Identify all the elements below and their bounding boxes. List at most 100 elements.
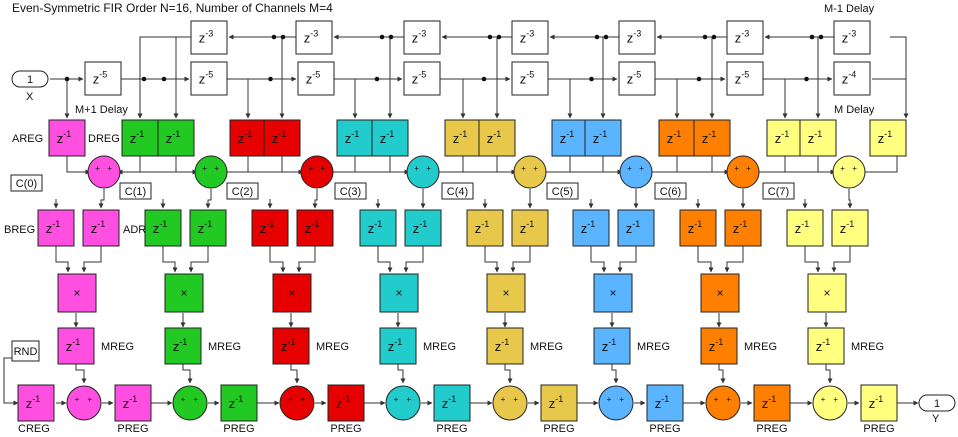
coefficient-5[interactable]: C(5) <box>546 182 579 200</box>
coefficient-3[interactable]: C(3) <box>334 182 367 200</box>
pre-adder-4[interactable]: ++ <box>513 155 547 189</box>
dreg-6[interactable]: z-1 <box>693 119 731 157</box>
preg-3[interactable]: z-1 <box>433 384 471 422</box>
adreg-3[interactable]: z-1 <box>404 209 442 247</box>
post-adder-4[interactable]: ++ <box>492 385 528 421</box>
mreg-6[interactable]: z-1 <box>700 327 738 365</box>
plus-sign: + <box>288 395 293 404</box>
top-delay-2[interactable]: z-3 <box>403 20 441 55</box>
adreg-2[interactable]: z-1 <box>296 209 334 247</box>
mreg-2[interactable]: z-1 <box>272 327 310 365</box>
top-delay-5[interactable]: z-3 <box>726 20 764 55</box>
dreg-4[interactable]: z-1 <box>478 119 516 157</box>
mreg-5[interactable]: z-1 <box>593 327 631 365</box>
preg-0[interactable]: z-1 <box>114 384 152 422</box>
mid-delay-3[interactable]: z-5 <box>403 61 441 96</box>
coefficient-4[interactable]: C(4) <box>441 182 474 200</box>
post-adder-7[interactable]: ++ <box>812 385 848 421</box>
areg-4[interactable]: z-1 <box>444 119 482 157</box>
pre-adder-1[interactable]: ++ <box>194 155 228 189</box>
mid-delay-2[interactable]: z-5 <box>297 61 335 96</box>
breg-7[interactable]: z-1 <box>786 209 824 247</box>
areg-2[interactable]: z-1 <box>229 119 267 157</box>
mid-delay-7[interactable]: z-4 <box>833 61 871 96</box>
mid-delay-1[interactable]: z-5 <box>190 61 228 96</box>
mreg-1[interactable]: z-1 <box>164 327 202 365</box>
dreg-3[interactable]: z-1 <box>371 119 409 157</box>
coefficient-0[interactable]: C(0) <box>10 174 43 192</box>
multiplier-5[interactable]: × <box>593 273 633 313</box>
adreg-0[interactable]: z-1 <box>82 209 120 247</box>
preg-1[interactable]: z-1 <box>220 384 258 422</box>
pre-adder-3[interactable]: ++ <box>406 155 440 189</box>
coefficient-1[interactable]: C(1) <box>119 182 152 200</box>
multiplier-0[interactable]: × <box>57 273 97 313</box>
areg-1[interactable]: z-1 <box>121 119 159 157</box>
breg-6[interactable]: z-1 <box>679 209 717 247</box>
multiplier-6[interactable]: × <box>700 273 740 313</box>
dreg-2[interactable]: z-1 <box>263 119 301 157</box>
multiplier-3[interactable]: × <box>379 273 419 313</box>
pre-adder-2[interactable]: ++ <box>300 155 334 189</box>
mid-delay-4[interactable]: z-5 <box>511 61 549 96</box>
post-adder-5[interactable]: ++ <box>598 385 634 421</box>
post-adder-6[interactable]: ++ <box>705 385 741 421</box>
post-adder-2[interactable]: ++ <box>279 385 315 421</box>
breg-4[interactable]: z-1 <box>466 209 504 247</box>
multiplier-2[interactable]: × <box>272 273 312 313</box>
mid-delay-6[interactable]: z-5 <box>726 61 764 96</box>
adreg-7[interactable]: z-1 <box>831 209 869 247</box>
multiplier-1[interactable]: × <box>164 273 204 313</box>
post-adder-1[interactable]: ++ <box>172 385 208 421</box>
preg-2[interactable]: z-1 <box>327 384 365 422</box>
post-adder-3[interactable]: ++ <box>385 385 421 421</box>
dreg-5[interactable]: z-1 <box>584 119 622 157</box>
dreg-7-extra[interactable]: z-1 <box>869 119 907 157</box>
areg-5[interactable]: z-1 <box>551 119 589 157</box>
areg-0[interactable]: z-1 <box>48 119 86 157</box>
dreg-1[interactable]: z-1 <box>157 119 195 157</box>
adreg-1[interactable]: z-1 <box>189 209 227 247</box>
adreg-6[interactable]: z-1 <box>724 209 762 247</box>
mreg-0[interactable]: z-1 <box>57 327 95 365</box>
areg-7[interactable]: z-1 <box>766 119 804 157</box>
top-delay-4[interactable]: z-3 <box>618 20 656 55</box>
pre-adder-7[interactable]: ++ <box>832 155 866 189</box>
output-port-y[interactable]: 1 <box>918 394 956 412</box>
pre-adder-0[interactable]: ++ <box>87 155 121 189</box>
mreg-3[interactable]: z-1 <box>379 327 417 365</box>
coefficient-6[interactable]: C(6) <box>654 182 687 200</box>
coefficient-7[interactable]: C(7) <box>762 182 795 200</box>
top-delay-6[interactable]: z-3 <box>833 20 871 55</box>
mid-delay-0[interactable]: z-5 <box>84 61 122 96</box>
breg-2[interactable]: z-1 <box>251 209 289 247</box>
rnd-constant[interactable]: RND <box>11 340 40 362</box>
breg-0[interactable]: z-1 <box>37 209 75 247</box>
top-delay-3[interactable]: z-3 <box>511 20 549 55</box>
multiplier-4[interactable]: × <box>486 273 526 313</box>
pre-adder-5[interactable]: ++ <box>619 155 653 189</box>
post-adder-0[interactable]: ++ <box>66 385 102 421</box>
breg-5[interactable]: z-1 <box>572 209 610 247</box>
pre-adder-6[interactable]: ++ <box>726 155 760 189</box>
top-delay-0[interactable]: z-3 <box>190 20 228 55</box>
breg-1[interactable]: z-1 <box>144 209 182 247</box>
multiplier-7[interactable]: × <box>807 273 847 313</box>
areg-6[interactable]: z-1 <box>658 119 696 157</box>
adreg-4[interactable]: z-1 <box>511 209 549 247</box>
creg[interactable]: z-1 <box>17 384 55 422</box>
dreg-7[interactable]: z-1 <box>799 119 837 157</box>
coefficient-2[interactable]: C(2) <box>226 182 259 200</box>
mreg-7[interactable]: z-1 <box>807 327 845 365</box>
breg-3[interactable]: z-1 <box>359 209 397 247</box>
top-delay-1[interactable]: z-3 <box>295 20 333 55</box>
areg-3[interactable]: z-1 <box>336 119 374 157</box>
preg-6[interactable]: z-1 <box>753 384 791 422</box>
preg-4[interactable]: z-1 <box>540 384 578 422</box>
mreg-4[interactable]: z-1 <box>486 327 524 365</box>
adreg-5[interactable]: z-1 <box>617 209 655 247</box>
input-port-x[interactable]: 1 <box>11 70 49 88</box>
preg-7[interactable]: z-1 <box>860 384 898 422</box>
preg-5[interactable]: z-1 <box>646 384 684 422</box>
mid-delay-5[interactable]: z-5 <box>618 61 656 96</box>
